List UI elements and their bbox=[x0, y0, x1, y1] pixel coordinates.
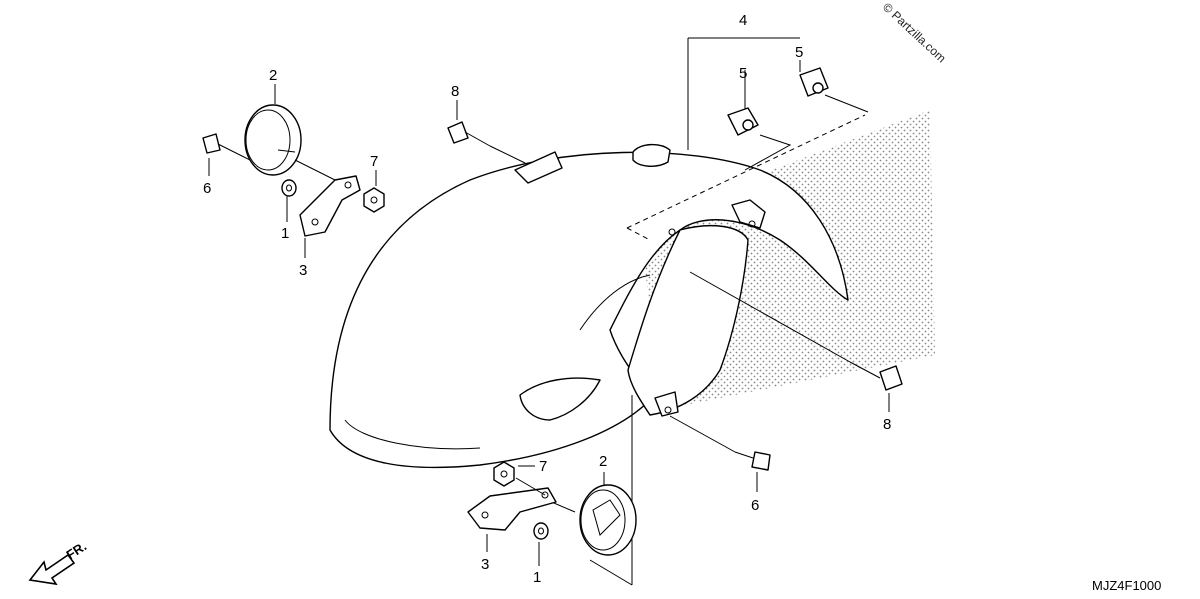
bolt-8-right bbox=[689, 271, 903, 391]
diagram-reference-code: MJZ4F1000 bbox=[1092, 578, 1161, 593]
clip-nut-right bbox=[799, 67, 829, 97]
rear-guide-lines bbox=[589, 37, 869, 586]
callout-7-upper: 7 bbox=[370, 153, 378, 170]
reflector-upper bbox=[244, 104, 346, 186]
washer-upper bbox=[281, 179, 297, 197]
bracket-lower bbox=[467, 487, 557, 531]
callout-8-right: 8 bbox=[883, 416, 891, 433]
bolt-6-right bbox=[669, 415, 771, 471]
front-direction-indicator: FR. bbox=[28, 539, 89, 586]
callout-1-upper: 1 bbox=[281, 225, 289, 242]
callout-3-lower: 3 bbox=[481, 556, 489, 573]
bracket-upper bbox=[299, 175, 361, 237]
callout-3-upper: 3 bbox=[299, 262, 307, 279]
callout-7-lower: 7 bbox=[539, 458, 547, 475]
callout-2-lower: 2 bbox=[599, 453, 607, 470]
watermark-text: © Partzilla.com bbox=[880, 0, 949, 65]
callout-5-right: 5 bbox=[795, 44, 803, 61]
callout-leaders bbox=[208, 84, 890, 566]
bolt-8-top bbox=[447, 121, 526, 164]
callout-2-upper: 2 bbox=[269, 67, 277, 84]
front-arrow-icon bbox=[28, 553, 76, 586]
nut-lower bbox=[493, 461, 546, 496]
clip-nut-left bbox=[727, 107, 759, 136]
callout-6-left: 6 bbox=[203, 180, 211, 197]
callout-6-right: 6 bbox=[751, 497, 759, 514]
callout-5-left: 5 bbox=[739, 65, 747, 82]
washer-lower bbox=[533, 522, 549, 540]
callout-8-top: 8 bbox=[451, 83, 459, 100]
nut-upper bbox=[363, 187, 385, 213]
reflector-lower bbox=[534, 484, 637, 556]
front-fender bbox=[329, 143, 849, 469]
callout-labels: 2 6 7 1 3 8 4 5 5 8 6 7 2 3 1 bbox=[203, 12, 891, 586]
bolt-6-left bbox=[202, 133, 263, 167]
callout-1-lower: 1 bbox=[533, 569, 541, 586]
callout-4: 4 bbox=[739, 12, 747, 29]
